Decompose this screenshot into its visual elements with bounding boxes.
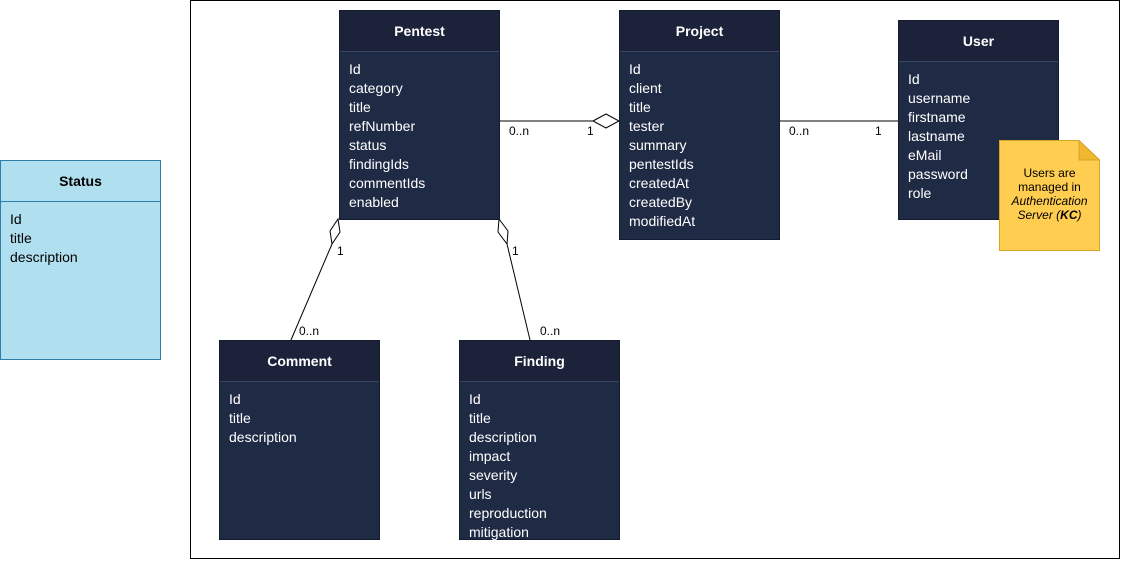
attribute: eMail: [908, 147, 942, 163]
multiplicity-pentest-finding-pentest-end: 1: [512, 244, 519, 258]
attribute-list: Id client title tester summary pentestId…: [620, 52, 779, 231]
attribute: createdAt: [629, 175, 689, 191]
attribute: title: [349, 99, 371, 115]
attribute: status: [349, 137, 387, 153]
multiplicity-pentest-project-project-end: 1: [587, 124, 594, 138]
note-text: Users are managed in Authentication Serv…: [1003, 166, 1096, 222]
class-title: Finding: [460, 341, 619, 382]
attribute: description: [10, 249, 78, 265]
attribute: enabled: [349, 194, 399, 210]
attribute: Id: [349, 61, 361, 77]
attribute: Id: [908, 71, 920, 87]
multiplicity-project-user-user-end: 1: [875, 124, 882, 138]
class-status[interactable]: Status Id title description: [0, 160, 161, 360]
note-line: Users are: [1023, 166, 1076, 180]
attribute: impact: [469, 448, 511, 464]
attribute: tester: [629, 118, 665, 134]
attribute: lastname: [908, 128, 965, 144]
class-finding[interactable]: Finding Id title description impact seve…: [459, 340, 620, 540]
attribute: Id: [10, 211, 22, 227]
attribute: client: [629, 80, 662, 96]
attribute: refNumber: [349, 118, 416, 134]
multiplicity-pentest-finding-finding-end: 0..n: [540, 324, 561, 338]
note-text-close: ): [1077, 208, 1082, 222]
diagram-frame: [190, 0, 1120, 559]
attribute: reproduction: [469, 505, 547, 521]
aggregation-diamond-project: [591, 113, 621, 129]
attribute: summary: [629, 137, 687, 153]
class-title: Status: [1, 161, 160, 202]
attribute: description: [229, 429, 297, 445]
aggregation-diamond-comment: [329, 217, 341, 246]
association-pentest-finding: [506, 243, 531, 341]
multiplicity-project-user-project-end: 0..n: [789, 124, 810, 138]
attribute: Id: [629, 61, 641, 77]
class-title: Pentest: [340, 11, 499, 52]
attribute-list: Id title description: [220, 382, 379, 447]
note-shape: [999, 140, 1100, 251]
attribute: createdBy: [629, 194, 693, 210]
attribute: urls: [469, 486, 492, 502]
attribute: role: [908, 185, 932, 201]
attribute: mitigation: [469, 524, 529, 540]
note-line: Server (KC): [1003, 208, 1096, 222]
class-title: Project: [620, 11, 779, 52]
attribute: commentIds: [349, 175, 426, 191]
multiplicity-pentest-comment-comment-end: 0..n: [299, 324, 320, 338]
note-line: managed in: [1018, 180, 1081, 194]
association-pentest-comment: [290, 243, 333, 341]
attribute: Id: [229, 391, 241, 407]
attribute: findingIds: [349, 156, 409, 172]
note-line: Authentication: [1011, 194, 1088, 208]
attribute: severity: [469, 467, 518, 483]
note-text-server: Server (: [1017, 208, 1061, 222]
attribute: pentestIds: [629, 156, 694, 172]
attribute: username: [908, 90, 971, 106]
note-text-kc: KC: [1060, 208, 1078, 222]
attribute: title: [10, 230, 32, 246]
multiplicity-pentest-project-pentest-end: 0..n: [509, 124, 530, 138]
multiplicity-pentest-comment-pentest-end: 1: [337, 244, 344, 258]
class-pentest[interactable]: Pentest Id category title refNumber stat…: [339, 10, 500, 220]
attribute: password: [908, 166, 968, 182]
attribute: firstname: [908, 109, 966, 125]
class-title: Comment: [220, 341, 379, 382]
attribute: title: [229, 410, 251, 426]
aggregation-diamond-finding: [497, 217, 509, 246]
class-project[interactable]: Project Id client title tester summary p…: [619, 10, 780, 240]
attribute: Id: [469, 391, 481, 407]
attribute: title: [469, 410, 491, 426]
attribute-list: Id title description: [1, 202, 160, 267]
attribute: description: [469, 429, 537, 445]
note-users[interactable]: Users are managed in Authentication Serv…: [999, 140, 1100, 251]
attribute: title: [629, 99, 651, 115]
class-comment[interactable]: Comment Id title description: [219, 340, 380, 540]
attribute: category: [349, 80, 403, 96]
attribute-list: Id title description impact severity url…: [460, 382, 619, 542]
attribute-list: Id category title refNumber status findi…: [340, 52, 499, 212]
attribute-list: Id username firstname lastname eMail pas…: [899, 62, 1058, 203]
attribute: modifiedAt: [629, 213, 696, 229]
class-title: User: [899, 21, 1058, 62]
